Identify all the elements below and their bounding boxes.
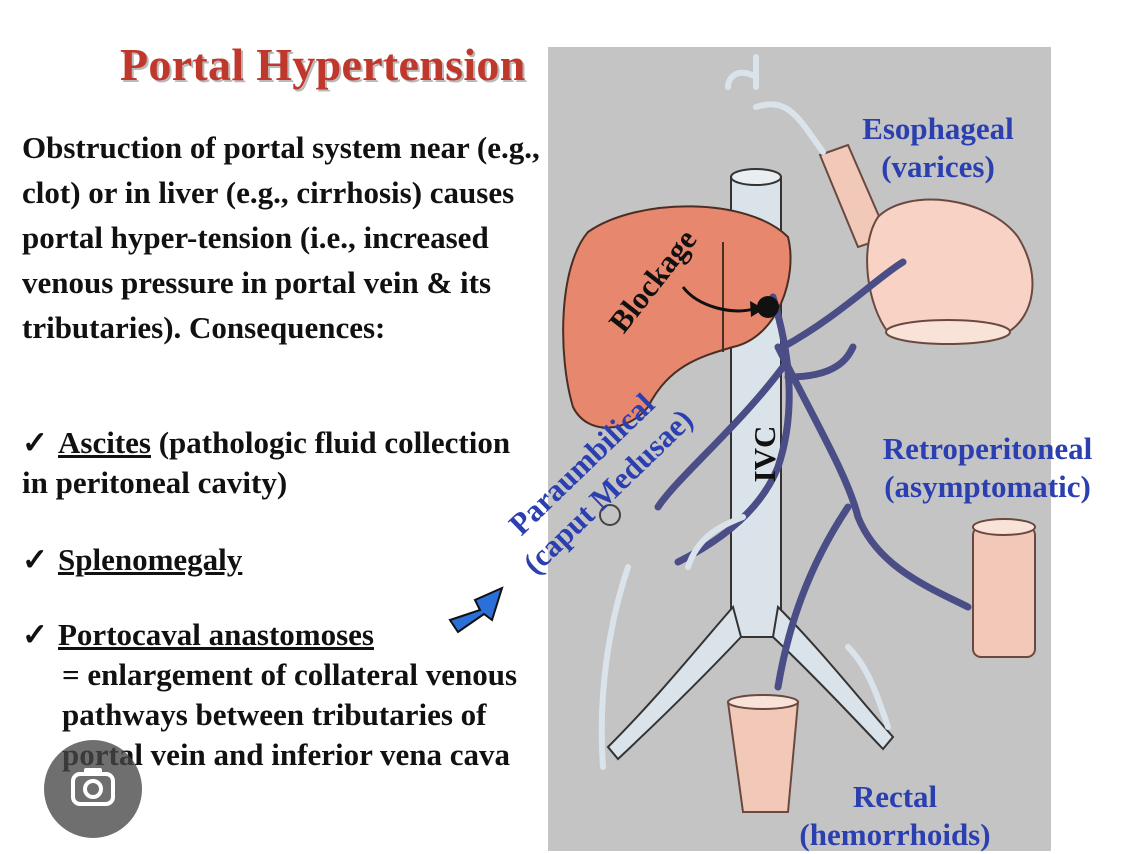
label-rectal-sub: (hemorrhoids)	[799, 817, 991, 852]
bullet-ascites: ✓ Ascites (pathologic fluid collection in…	[22, 423, 542, 503]
label-rectal-title: Rectal	[852, 779, 938, 814]
liver	[562, 205, 792, 429]
blockage-arrow	[681, 286, 754, 313]
check-icon: ✓	[22, 542, 48, 577]
check-icon: ✓	[22, 425, 48, 460]
page-title: Portal Hypertension	[120, 39, 526, 90]
anatomy-diagram	[548, 47, 1051, 851]
visual-search-button[interactable]	[44, 740, 142, 838]
label-esophageal-sub: (varices)	[881, 149, 995, 184]
label-retroperitoneal: Retroperitoneal (asymptomatic)	[855, 430, 1120, 506]
label-retroperitoneal-title: Retroperitoneal	[882, 431, 1093, 466]
stomach	[818, 143, 1034, 345]
blockage-arrowhead	[750, 301, 764, 317]
label-retroperitoneal-sub: (asymptomatic)	[884, 469, 1091, 504]
visual-search-icon	[71, 768, 115, 806]
bullet-description: (pathologic fluid collection in peritone…	[22, 425, 511, 500]
check-icon: ✓	[22, 617, 48, 652]
label-esophageal-title: Esophageal	[862, 111, 1014, 146]
umbilicus	[599, 504, 621, 526]
colon-segment	[972, 518, 1036, 658]
caval-tributaries	[598, 54, 891, 770]
bullet-term: Portocaval anastomoses	[58, 617, 374, 652]
bullet-description: = enlargement of collateral venous pathw…	[62, 657, 518, 772]
text-column: Obstruction of portal system near (e.g.,…	[22, 125, 542, 772]
diagram-panel	[548, 47, 1051, 851]
label-ivc: IVC	[747, 425, 782, 483]
bullet-splenomegaly: ✓ Splenomegaly	[22, 540, 242, 580]
bullet-term: Splenomegaly	[58, 542, 243, 577]
label-esophageal: Esophageal (varices)	[838, 110, 1038, 186]
bullet-term: Ascites	[58, 425, 151, 460]
pointer-arrow-icon	[448, 586, 504, 634]
label-rectal: Rectal (hemorrhoids)	[790, 778, 1000, 854]
intro-paragraph: Obstruction of portal system near (e.g.,…	[22, 130, 540, 345]
blockage-marker	[757, 296, 779, 318]
rectum	[726, 694, 800, 813]
bullet-portocaval: ✓ Portocaval anastomoses = enlargement of…	[22, 615, 542, 775]
portal-veins	[654, 258, 972, 691]
